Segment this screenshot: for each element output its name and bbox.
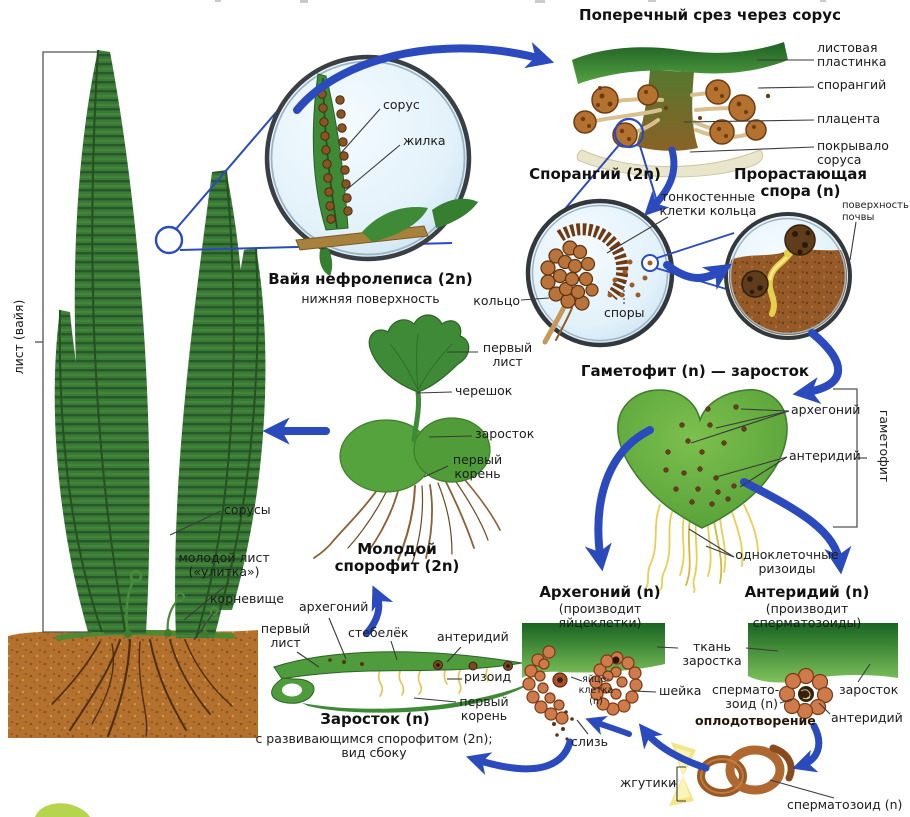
gametophyte-title: Гаметофит (n) — заросток [580,362,810,380]
frond-inset-magnifier [154,54,478,276]
young-sporophyte-title: Молодой спорофит (2n) [334,540,460,575]
arrow-gametophyte-to-antheridium [740,478,852,575]
gametophyte-rhizoids [645,504,759,593]
fern-rhizome-label: корневище [210,591,284,606]
egg-cell-label: яйце- клетка (n) [578,674,614,707]
prothallus-side-title: Заросток (n) [320,710,430,728]
spore-dots [607,259,648,298]
arrow-sperm-to-egg [638,723,710,772]
cycle-arrows [262,42,852,776]
ys-prothallus-label: заросток [475,426,535,441]
prothallus-side-figure [271,651,536,713]
arrow-to-sporangium-circle [644,146,678,216]
ring-label: кольцо [473,293,520,308]
cropped-legend-blob [35,803,90,817]
arrow-sporangium-to-spore [663,261,732,291]
ps-rhizoid-label: ризоид [464,669,512,684]
antheridium-panel-subtitle: (производит сперматозоиды) [752,601,862,630]
neck-label: шейка [659,683,702,698]
arrow-antheridium-to-sperm [792,722,823,773]
sperm-figure [669,742,795,806]
fertilization-label: оплодотворение [695,713,816,728]
arrow-zygote-to-prothallus [466,738,574,776]
antheridium-ball [778,667,834,720]
arrow-gametophyte-to-archegonium [584,426,654,572]
spores-label: споры [604,305,645,320]
inset-vein-label: жилка [403,133,446,148]
arrow-inset-to-cross-section [293,42,555,114]
spermatozoid-label: сперматозоид (n) [787,797,903,812]
archegonium-open [522,645,569,725]
germinating-spore-title: Прорастающая спора (n) [733,165,868,200]
cs-leaf-blade-label: листовая пластинка [817,40,887,69]
young-sporophyte-figure [313,314,501,565]
antheridium-panel-figure [748,623,898,720]
frond-inset-title: Вайя нефролеписа (2n) [268,270,473,288]
fern-young-leaf-label: молодой лист («улитка») [178,550,270,579]
soil-block [8,629,258,738]
sporangium-title: Спорангий (2n) [529,165,661,183]
ps-first-leaf-label: первый лист [260,621,311,650]
ps-first-root-label: первый корень [459,694,509,723]
ys-first-leaf-label: первый лист [482,340,533,369]
archegonium-panel-figure [522,623,665,741]
thin-cells-label: тонкостенные клетки кольца [659,189,757,218]
arrow-spore-to-gametophyte [792,329,842,405]
archegonium-panel-title: Архегоний (n) [539,583,661,601]
prothallus-side-subtitle: с развивающимся спорофитом (2n); вид сбо… [255,731,493,760]
germinating-spore-figure [724,212,852,340]
frond-bracket [35,51,97,633]
archegonium-panel-subtitle: (производит яйцеклетки) [558,601,642,630]
fern-plant [54,49,266,639]
ys-first-root-label: первый корень [452,452,503,481]
cross-section-title: Поперечный срез через сорус [579,6,841,24]
sorus-cross-section-figure [542,42,788,236]
callout-sporangium-circle [613,117,645,149]
sporangia-clusters [573,79,767,148]
leader-lines [169,59,871,802]
flagella-label: жгутики [620,775,677,790]
ap-prothallus-label: заросток [839,682,899,697]
antheridium-panel-title: Антеридий (n) [744,583,870,601]
frond-bracket-label: лист (вайя) [11,299,26,375]
fern-sori-label: сорусы [224,502,271,517]
ap-antheridium-label: антеридий [831,710,903,725]
sporangium-capsule [540,240,599,311]
ps-archegonium-label: архегоний [299,599,369,614]
gametophyte-bracket [833,388,867,528]
ps-stalk-label: стебелёк [348,625,409,640]
archegonium-closed [589,651,643,716]
cs-indusium-label: покрывало соруса [817,138,889,167]
soil-surface-label: поверхность почвы [842,200,909,223]
inset-sorus-label: сорус [383,97,420,112]
inset-pinnule [295,73,478,276]
gam-archegonium-label: архегоний [791,402,861,417]
gametophyte-bracket-label: гаметофит [877,409,892,483]
ps-antheridium-label: антеридий [437,629,509,644]
gam-rhizoids-label: одноклеточные ризоиды [735,547,839,576]
cropped-text-remnants [215,0,826,3]
gam-antheridium-label: антеридий [789,448,861,463]
gametophyte-gametangia-dots [663,404,747,507]
cs-sporangium-label: спорангий [817,77,887,92]
sori-dots [317,89,353,224]
mucus-label: слизь [571,734,608,749]
callout-source-circle [154,225,184,255]
ys-petiole-label: черешок [455,383,513,398]
sporangium-figure [525,198,735,348]
arrow-mucus-to-archegonium [585,715,632,737]
tissue-label: ткань заростка [682,639,742,668]
ap-spermatozoid-label: спермато- зоид (n) [712,682,780,711]
gametophyte-figure [617,389,788,593]
cs-placenta-label: плацента [817,111,881,126]
frond-inset-subtitle: нижняя поверхность [301,291,440,306]
arrow-prothallus-to-sporophyte [363,585,394,637]
